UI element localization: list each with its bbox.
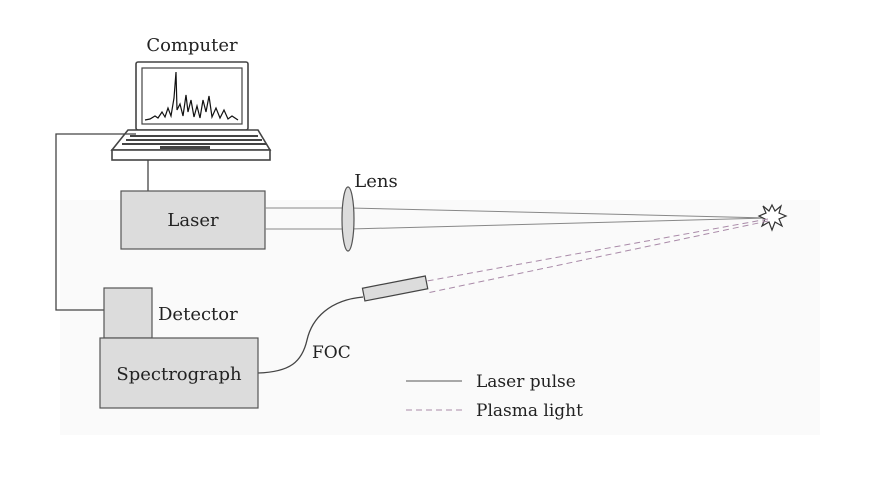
spectrograph-label: Spectrograph (116, 364, 242, 385)
lens-label: Lens (354, 171, 397, 192)
laser-box (120, 190, 266, 250)
computer-icon (110, 61, 272, 161)
plasma-spark-icon (757, 203, 788, 232)
foc-label: FOC (312, 343, 351, 363)
legend-plasma-light: Plasma light (476, 401, 583, 421)
detector-box (103, 287, 153, 339)
computer-label: Computer (146, 35, 238, 56)
connection-wires (55, 133, 149, 311)
legend-laser-pulse: Laser pulse (476, 372, 576, 392)
laser-label: Laser (167, 210, 219, 231)
fiber-collector (361, 275, 429, 302)
fiber-optic-cable (257, 296, 364, 374)
spectrograph-box (99, 337, 259, 409)
spectrum-trace (144, 71, 239, 121)
legend: Laser pulse Plasma light (406, 372, 583, 421)
lens-icon (341, 186, 355, 252)
laser-beam (265, 207, 771, 230)
detector-label: Detector (158, 304, 238, 325)
plasma-light-lines (426, 218, 769, 294)
